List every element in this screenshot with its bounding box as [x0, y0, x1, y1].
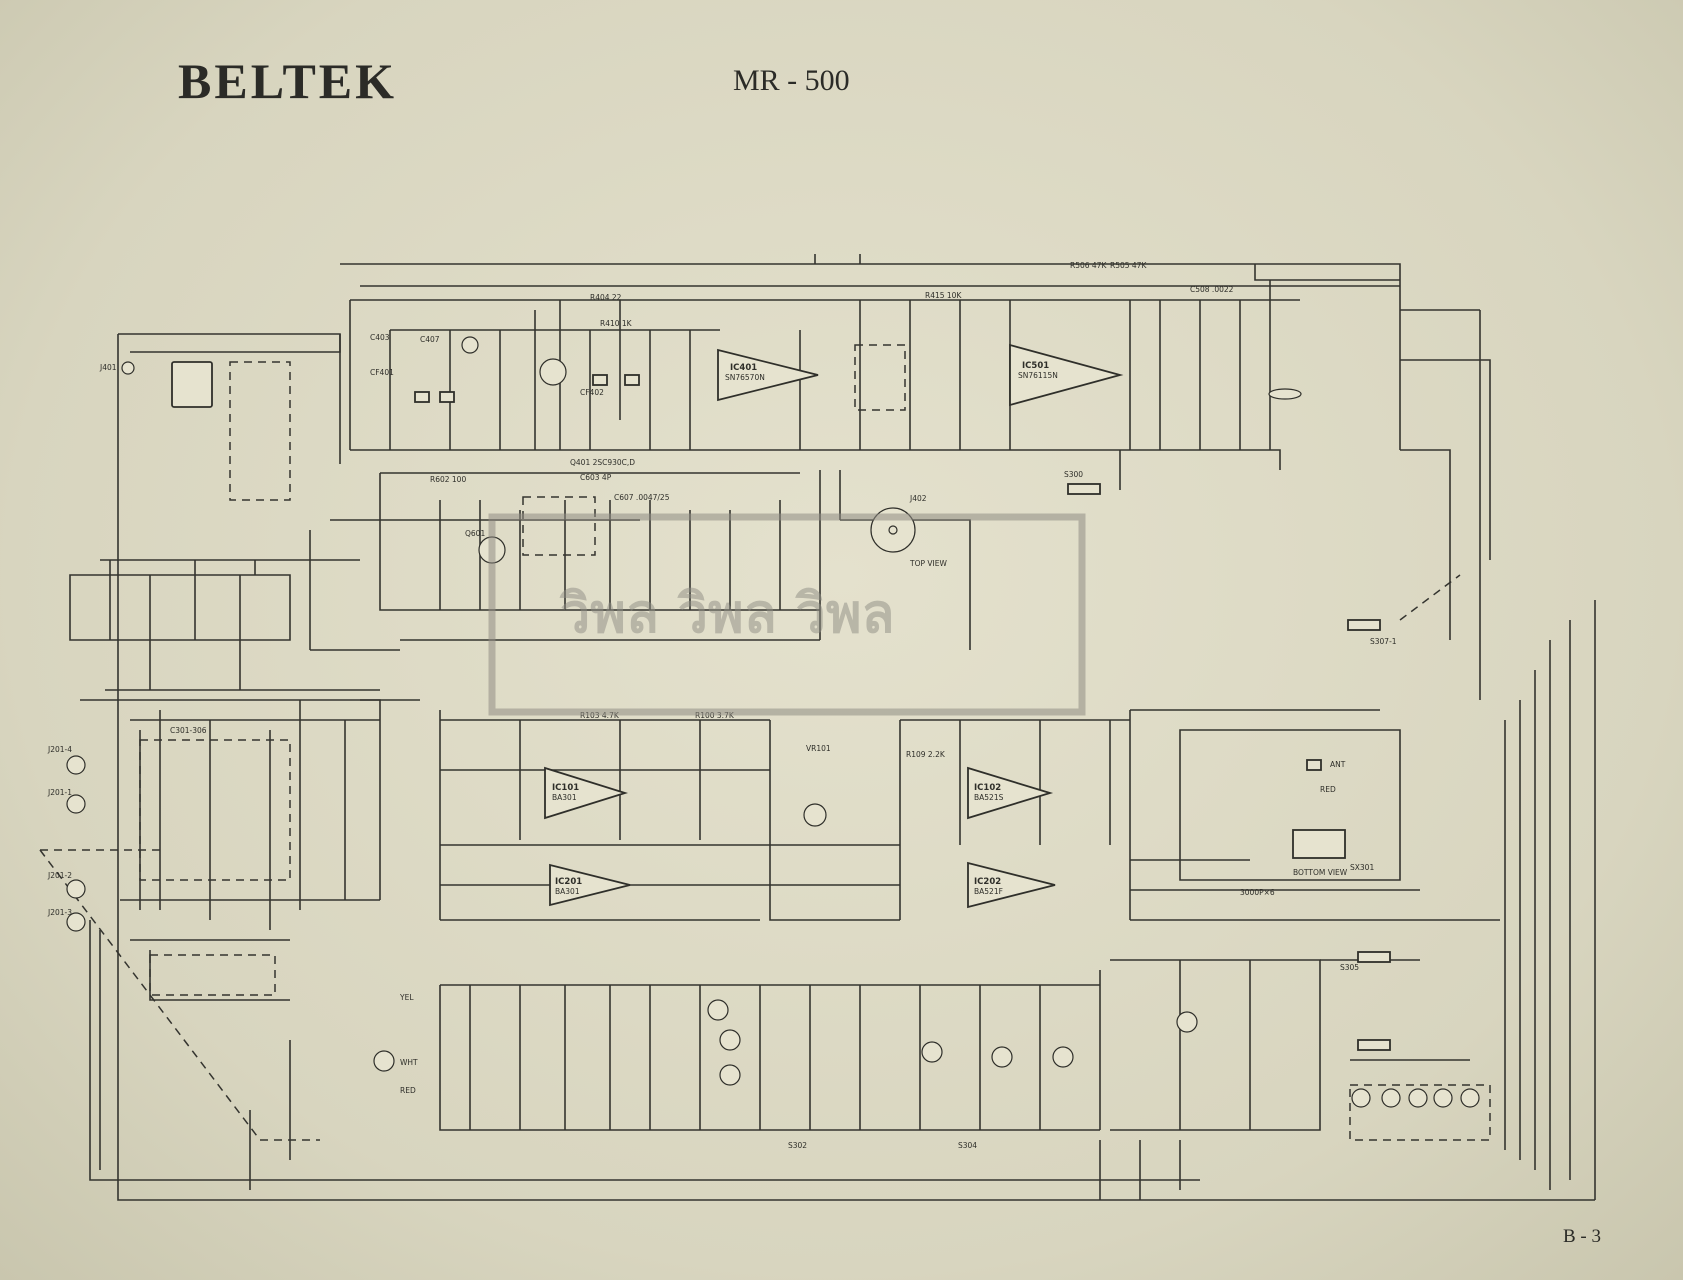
page-number: B - 3: [1563, 1226, 1601, 1247]
brand-logo: BELTEK: [178, 53, 398, 109]
svg-text:3000P×6: 3000P×6: [1240, 888, 1275, 897]
svg-text:S305: S305: [1340, 963, 1359, 972]
svg-text:RED: RED: [1320, 785, 1336, 794]
svg-text:R109 2.2K: R109 2.2K: [906, 750, 946, 759]
svg-text:R505 47K: R505 47K: [1110, 261, 1147, 270]
fm-if-section: [349, 280, 1300, 490]
svg-text:BA521F: BA521F: [974, 887, 1003, 896]
svg-text:SN76570N: SN76570N: [725, 373, 765, 382]
svg-text:BOTTOM VIEW: BOTTOM VIEW: [1293, 868, 1348, 877]
svg-text:C603 4P: C603 4P: [580, 473, 612, 482]
svg-text:J201-2: J201-2: [47, 871, 72, 880]
svg-text:J201-4: J201-4: [47, 745, 72, 754]
svg-text:S307-1: S307-1: [1370, 637, 1397, 646]
svg-text:IC201: IC201: [555, 877, 582, 887]
svg-text:SN76115N: SN76115N: [1018, 371, 1058, 380]
svg-text:ANT: ANT: [1330, 760, 1346, 769]
svg-text:RED: RED: [400, 1086, 416, 1095]
svg-text:IC102: IC102: [974, 783, 1001, 793]
svg-text:R410 1K: R410 1K: [600, 319, 633, 328]
svg-text:CF401: CF401: [370, 368, 394, 377]
outer-wiring: [117, 254, 1596, 1201]
svg-text:SX301: SX301: [1350, 863, 1374, 872]
svg-text:Q601: Q601: [465, 529, 485, 538]
watermark-text: วิพล วิพล วิพล: [559, 582, 894, 645]
svg-text:CF402: CF402: [580, 388, 604, 397]
svg-text:IC101: IC101: [552, 783, 579, 793]
svg-text:VR101: VR101: [806, 744, 831, 753]
svg-text:BA301: BA301: [552, 793, 577, 802]
svg-text:J402: J402: [909, 494, 927, 503]
svg-text:TOP VIEW: TOP VIEW: [909, 559, 947, 568]
svg-text:C403: C403: [370, 333, 390, 342]
audio-amp-section: [360, 699, 1500, 921]
svg-text:S304: S304: [958, 1141, 977, 1150]
svg-text:C301-306: C301-306: [170, 726, 207, 735]
svg-text:S302: S302: [788, 1141, 807, 1150]
svg-text:S300: S300: [1064, 470, 1083, 479]
svg-text:R506 47K: R506 47K: [1070, 261, 1107, 270]
svg-text:R415 10K: R415 10K: [925, 291, 962, 300]
svg-text:R404 22: R404 22: [590, 293, 622, 302]
svg-text:BA301: BA301: [555, 887, 580, 896]
svg-text:C607 .0047/25: C607 .0047/25: [614, 493, 670, 502]
svg-text:C407: C407: [420, 335, 440, 344]
svg-text:J401: J401: [99, 363, 117, 372]
svg-text:IC501: IC501: [1022, 361, 1049, 371]
svg-text:C508 .0022: C508 .0022: [1190, 285, 1234, 294]
svg-text:R602 100: R602 100: [430, 475, 466, 484]
svg-text:J201-3: J201-3: [47, 908, 72, 917]
svg-text:WHT: WHT: [400, 1058, 418, 1067]
svg-text:YEL: YEL: [399, 993, 414, 1002]
svg-text:IC202: IC202: [974, 877, 1001, 887]
svg-text:IC401: IC401: [730, 363, 757, 373]
model-number: MR - 500: [733, 64, 850, 97]
svg-text:Q401 2SC930C,D: Q401 2SC930C,D: [570, 458, 635, 467]
svg-text:J201-1: J201-1: [47, 788, 72, 797]
power-section: [249, 959, 1470, 1200]
svg-text:BA521S: BA521S: [974, 793, 1004, 802]
